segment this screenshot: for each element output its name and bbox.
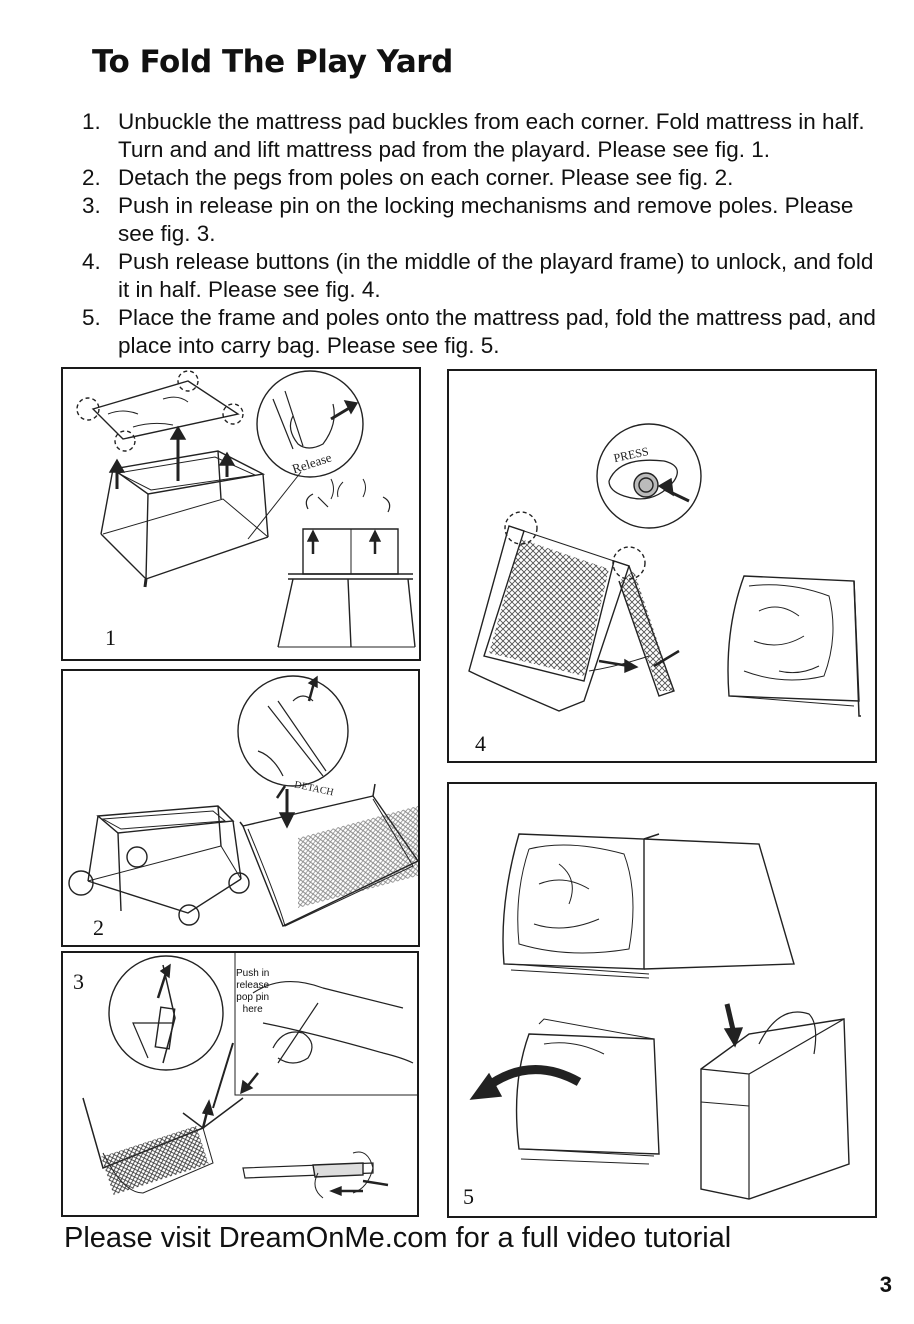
figure-3-number: 3	[73, 969, 84, 994]
release-label: Release	[290, 450, 333, 477]
step-number: 4.	[82, 249, 101, 274]
step-number: 2.	[82, 165, 101, 190]
figure-1-number: 1	[105, 625, 116, 650]
figure-2-illustration: DETACH	[68, 675, 418, 927]
step-number: 3.	[82, 193, 101, 218]
page-title: To Fold The Play Yard	[92, 44, 453, 80]
figure-5-illustration	[469, 833, 850, 1200]
step-text: Detach the pegs from poles on each corne…	[118, 165, 734, 190]
figure-3-panel: 3	[61, 951, 419, 1217]
push-release-line: here	[242, 1004, 263, 1015]
figure-5-panel: 5	[447, 782, 877, 1218]
figure-4-illustration: PRESS	[468, 423, 861, 717]
figure-4-panel: PRESS 4	[447, 369, 877, 763]
step-text: Place the frame and poles onto the mattr…	[118, 305, 876, 358]
step-item: 1. Unbuckle the mattress pad buckles from…	[82, 108, 882, 164]
figure-1-illustration: Release	[76, 370, 416, 648]
figure-2-number: 2	[93, 915, 104, 940]
push-release-line: release	[236, 980, 270, 991]
step-number: 5.	[82, 305, 101, 330]
step-item: 4. Push release buttons (in the middle of…	[82, 248, 882, 304]
instruction-steps: 1. Unbuckle the mattress pad buckles from…	[82, 108, 882, 360]
figure-3-illustration	[82, 953, 417, 1199]
step-item: 3. Push in release pin on the locking mec…	[82, 192, 882, 248]
step-text: Push in release pin on the locking mecha…	[118, 193, 854, 246]
page-number: 3	[879, 1272, 892, 1297]
push-release-line: pop pin	[236, 992, 270, 1003]
figure-2-panel: DETACH 2	[61, 669, 420, 947]
push-release-line: Push in	[236, 968, 270, 979]
step-item: 2. Detach the pegs from poles on each cor…	[82, 164, 882, 192]
step-number: 1.	[82, 109, 101, 134]
step-text: Unbuckle the mattress pad buckles from e…	[118, 109, 865, 162]
step-text: Push release buttons (in the middle of t…	[118, 249, 874, 302]
footer-tutorial-text: Please visit DreamOnMe.com for a full vi…	[64, 1222, 732, 1254]
step-item: 5. Place the frame and poles onto the mat…	[82, 304, 882, 360]
figure-4-number: 4	[475, 731, 486, 756]
figure-5-number: 5	[463, 1184, 474, 1209]
push-release-label: Push in release pop pin here	[236, 968, 269, 1016]
figure-1-panel: Release 1	[61, 367, 421, 661]
